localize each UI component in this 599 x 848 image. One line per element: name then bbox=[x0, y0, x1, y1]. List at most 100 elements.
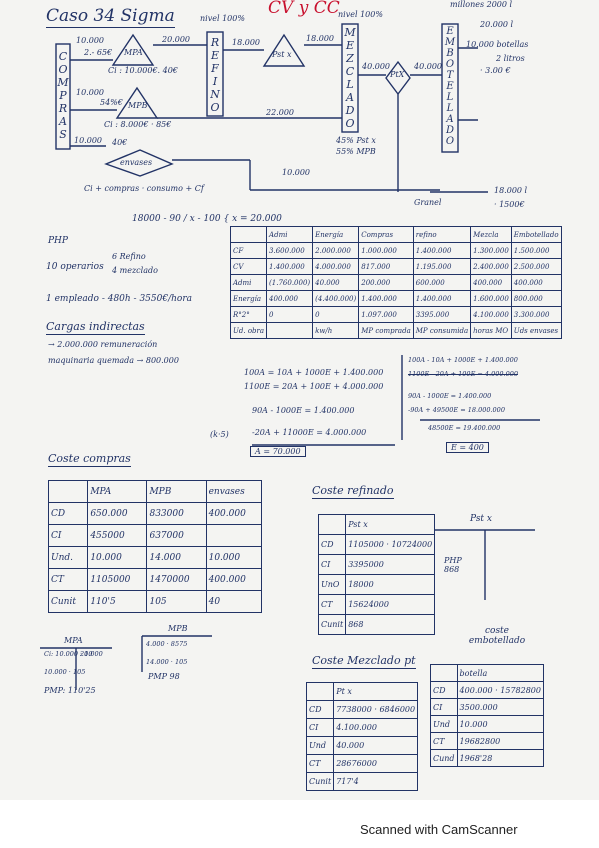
table-cell: CT bbox=[305, 754, 335, 773]
table-cell: 1.300.000 bbox=[470, 242, 512, 259]
pst-out: 18.000 bbox=[306, 34, 334, 43]
eq-line-1: 100A = 10A + 1000E + 1.400.000 bbox=[244, 368, 384, 377]
table-cell: Und. bbox=[47, 546, 89, 569]
table-cell: 833000 bbox=[146, 502, 207, 525]
table-cell: 1.400.000 bbox=[358, 290, 414, 307]
table-cell: MP comprada bbox=[358, 322, 414, 339]
table-header-cell: Pst x bbox=[345, 514, 436, 535]
operarios-note: 10 operarios bbox=[46, 262, 104, 272]
table-cell: CD bbox=[430, 681, 458, 699]
table-header-cell bbox=[430, 664, 458, 682]
table-cell: 200.000 bbox=[358, 274, 414, 291]
mpa-account-left: Ci: 10.000 · 10 bbox=[44, 650, 93, 658]
table-cell: CD bbox=[47, 502, 89, 525]
table-cell: 637000 bbox=[146, 524, 207, 547]
table-header-cell bbox=[229, 226, 268, 243]
mpb-account-left-2: 14.000 · 105 bbox=[146, 658, 188, 666]
table-cell: CI bbox=[47, 524, 89, 547]
table-cell: 4.100.000 bbox=[470, 306, 512, 323]
table-cell: 800.000 bbox=[510, 290, 562, 307]
mpa-out: 20.000 bbox=[162, 35, 190, 44]
table-cell: CT bbox=[47, 568, 89, 591]
table-cell: 40.000 bbox=[333, 736, 419, 755]
envases-out: 10.000 bbox=[282, 168, 310, 177]
table-cell: Und bbox=[430, 715, 458, 733]
table-header-row: Pst x bbox=[317, 514, 436, 535]
empleado-note: 1 empleado - 480h - 3550€/hora bbox=[46, 294, 193, 304]
coste-refinado-title: Coste refinado bbox=[312, 484, 394, 499]
eq-line-3: 90A - 1000E = 1.400.000 bbox=[252, 406, 355, 415]
table-cell: CD bbox=[305, 700, 335, 719]
eq-right-4: -90A + 49500E = 18.000.000 bbox=[408, 406, 505, 414]
refinado-side-php: PHP 868 bbox=[444, 556, 462, 574]
ci-note: Ci + compras · consumo + Cf bbox=[84, 184, 204, 193]
ptx-node: PtX bbox=[390, 70, 405, 79]
table-cell: 1968'28 bbox=[456, 749, 544, 767]
table-cell: 2.000.000 bbox=[312, 242, 360, 259]
table-cell: CI bbox=[317, 554, 347, 575]
solution-e: E = 400 bbox=[446, 442, 489, 453]
eq-right-5: 48500E = 19.400.000 bbox=[428, 424, 501, 432]
table-header-cell bbox=[305, 682, 335, 701]
mpa-account-title: MPA bbox=[64, 636, 83, 645]
table-cell: 3395.000 bbox=[412, 306, 472, 323]
scanned-page: Caso 34 Sigma CV y CC nivel 100% nivel 1… bbox=[0, 0, 599, 800]
granel-label: Granel bbox=[414, 198, 442, 207]
table-cell: CT bbox=[317, 594, 347, 615]
table-cell: 3500.000 bbox=[456, 698, 544, 716]
table-cell: 4.100.000 bbox=[333, 718, 419, 737]
table-cell: 40.000 bbox=[312, 274, 360, 291]
table-cell: Cunit bbox=[317, 614, 347, 635]
table-header-cell: refino bbox=[412, 226, 472, 243]
cargas-title: Cargas indirectas bbox=[46, 320, 145, 335]
table-cell: 3.300.000 bbox=[510, 306, 562, 323]
table-header-cell: Energía bbox=[312, 226, 360, 243]
table-cell: 1.097.000 bbox=[358, 306, 414, 323]
header-mark: CV y CC bbox=[268, 0, 340, 18]
table-cell: 400.000 bbox=[266, 290, 314, 307]
coste-embotellado-title: coste embotellado bbox=[468, 626, 526, 646]
table-cell: UnO bbox=[317, 574, 347, 595]
table-cell: 4.000.000 bbox=[312, 258, 360, 275]
table-cell: 10.000 bbox=[456, 715, 544, 733]
table-cell: 868 bbox=[345, 614, 436, 635]
coste-mezclado-title: Coste Mezclado pt bbox=[312, 654, 416, 669]
mpb-out: 22.000 bbox=[266, 108, 294, 117]
mpa-account-php: PMP: 110'25 bbox=[44, 686, 96, 695]
eq-right-3: 90A - 1000E = 1.400.000 bbox=[408, 392, 492, 400]
table-cell: 40 bbox=[205, 590, 263, 613]
table-header-cell: Compras bbox=[358, 226, 414, 243]
table-cell: Energía bbox=[229, 290, 268, 307]
table-cell: 1.500.000 bbox=[510, 242, 562, 259]
table-cell: Cunit bbox=[305, 772, 335, 791]
table-cell: Cund bbox=[430, 749, 458, 767]
refinado-side-title: Pst x bbox=[470, 514, 492, 524]
table-cell: 650.000 bbox=[87, 502, 148, 525]
table-header-cell: botella bbox=[456, 664, 544, 682]
eq-k: (k·5) bbox=[210, 430, 229, 439]
table-cell: 455000 bbox=[87, 524, 148, 547]
eq-right-2: 1100E - 20A + 100E = 4.000.000 bbox=[408, 370, 518, 378]
solution-a: A = 70.000 bbox=[250, 446, 306, 457]
mpb-node: MPB bbox=[128, 101, 148, 110]
table-cell: 28676000 bbox=[333, 754, 419, 773]
